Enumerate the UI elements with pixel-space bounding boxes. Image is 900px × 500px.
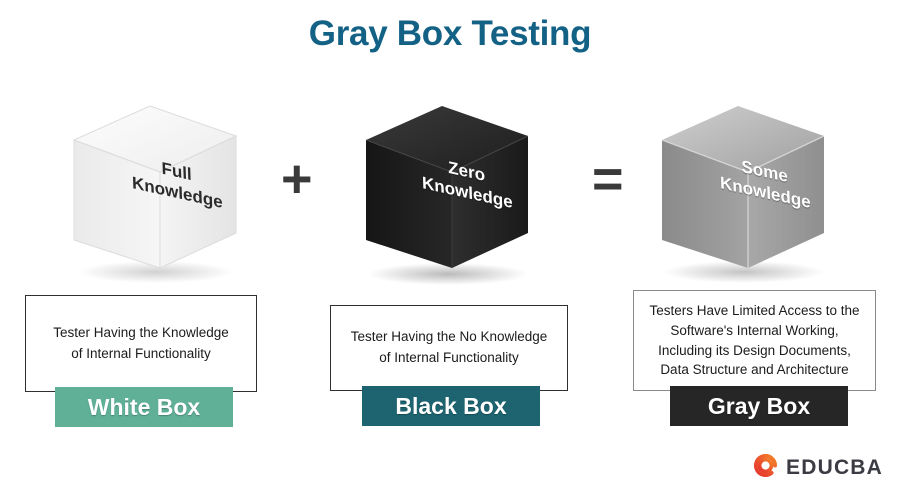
cube-black-graphic [352, 100, 542, 285]
page-title: Gray Box Testing [308, 14, 592, 53]
educba-mark-icon [752, 452, 779, 484]
cube-gray: Some Knowledge [648, 100, 838, 300]
panel-white-box-description: Tester Having the Knowledge of Internal … [25, 295, 257, 392]
panel-black-box-description: Tester Having the No Knowledge of Intern… [330, 305, 568, 391]
cube-gray-graphic [648, 100, 838, 285]
educba-logo[interactable]: EDUCBA [752, 452, 883, 484]
educba-wordmark: EDUCBA [786, 456, 884, 479]
plus-operator-icon: + [281, 149, 313, 209]
cube-white: Full Knowledge [60, 100, 250, 300]
equals-operator-icon: = [592, 149, 624, 209]
panel-white-box: Tester Having the Knowledge of Internal … [25, 295, 257, 427]
cube-white-graphic [60, 100, 250, 285]
panel-gray-box-description: Testers Have Limited Access to the Softw… [633, 290, 876, 391]
panel-black-box: Tester Having the No Knowledge of Intern… [330, 305, 568, 426]
badge-black-box[interactable]: Black Box [362, 386, 540, 426]
cube-black: Zero Knowledge [352, 100, 542, 300]
badge-white-box[interactable]: White Box [55, 387, 233, 427]
panel-gray-box: Testers Have Limited Access to the Softw… [633, 290, 876, 426]
badge-gray-box[interactable]: Gray Box [670, 386, 848, 426]
